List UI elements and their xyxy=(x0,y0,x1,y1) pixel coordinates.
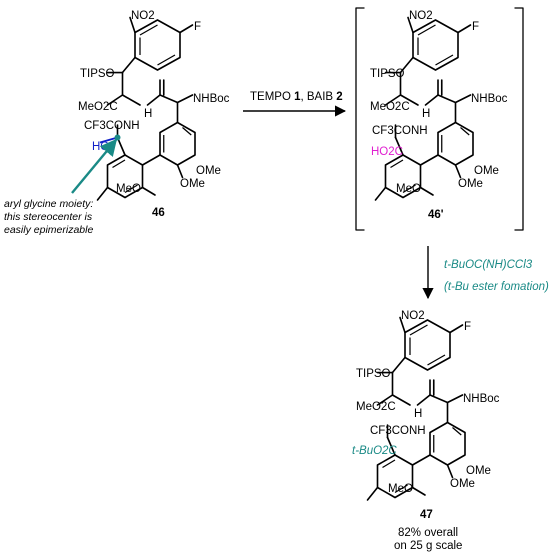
amide-h-label: H xyxy=(144,108,152,120)
meo-label: MeO xyxy=(388,483,413,495)
ester-label: MeO2C xyxy=(78,101,118,113)
nitro-label: NO2 xyxy=(409,10,433,22)
nhboc-label: NHBoc xyxy=(463,393,500,405)
cf3conh-label: CF3CONH xyxy=(370,425,426,437)
yield-line-2: on 25 g scale xyxy=(394,540,462,552)
step2-note: (t-Bu ester fomation) xyxy=(444,281,549,293)
step2-reagent: t-BuOC(NH)CCl3 xyxy=(444,259,533,271)
step2-arrow-group: t-BuOC(NH)CCl3 (t-Bu ester fomation) xyxy=(422,246,549,300)
amide-h-label: H xyxy=(414,408,422,420)
meo-label: MeO xyxy=(116,183,141,195)
ome-label-1: OMe xyxy=(196,165,221,177)
annotation-line-3: easily epimerizable xyxy=(4,224,93,236)
compound-46-prime: NO2 F TIPSO MeO2C H NHBoc CF3CONH HO2C O… xyxy=(355,7,524,231)
compound-46: NO2 F TIPSO MeO2C H NHBoc CF3CONH HO OMe… xyxy=(78,10,230,219)
fluoro-label: F xyxy=(472,21,479,33)
acid-label: HO2C xyxy=(371,146,403,158)
compound-47-number: 47 xyxy=(420,509,433,521)
compound-46-number: 46 xyxy=(152,207,165,219)
tipso-label: TIPSO xyxy=(356,368,391,380)
meo-label: MeO xyxy=(396,183,421,195)
cf3conh-label: CF3CONH xyxy=(372,125,428,137)
left-bracket xyxy=(355,7,365,231)
nhboc-label: NHBoc xyxy=(471,93,508,105)
ome-label-1: OMe xyxy=(474,165,499,177)
yield-line-1: 82% overall xyxy=(398,527,458,539)
cf3conh-label: CF3CONH xyxy=(84,120,140,132)
ome-label-1: OMe xyxy=(466,465,491,477)
ester-label: MeO2C xyxy=(370,101,410,113)
nitro-label: NO2 xyxy=(401,310,425,322)
nitro-label: NO2 xyxy=(131,10,155,22)
tipso-label: TIPSO xyxy=(80,68,115,80)
right-bracket xyxy=(514,7,524,231)
fluoro-label: F xyxy=(194,21,201,33)
annotation-line-2: this stereocenter is xyxy=(4,211,93,223)
amide-h-label: H xyxy=(422,108,430,120)
annotation-line-1: aryl glycine moiety: xyxy=(4,198,93,210)
ome-label-2: OMe xyxy=(180,178,205,190)
step1-arrow-group: TEMPO 1, BAIB 2 xyxy=(243,91,347,117)
tipso-label: TIPSO xyxy=(370,68,405,80)
compound-46-prime-number: 46' xyxy=(428,209,444,221)
compound-47: NO2 F TIPSO MeO2C H NHBoc CF3CONH t-BuO2… xyxy=(352,310,500,552)
ome-label-2: OMe xyxy=(458,178,483,190)
ome-label-2: OMe xyxy=(450,478,475,490)
tbu-ester-label: t-BuO2C xyxy=(352,445,397,457)
ester-label: MeO2C xyxy=(356,401,396,413)
nhboc-label: NHBoc xyxy=(193,93,230,105)
step1-reagents: TEMPO 1, BAIB 2 xyxy=(250,91,343,103)
epimerization-pointer-arrow xyxy=(71,138,118,194)
epimerization-annotation: aryl glycine moiety: this stereocenter i… xyxy=(4,198,93,236)
fluoro-label: F xyxy=(464,321,471,333)
